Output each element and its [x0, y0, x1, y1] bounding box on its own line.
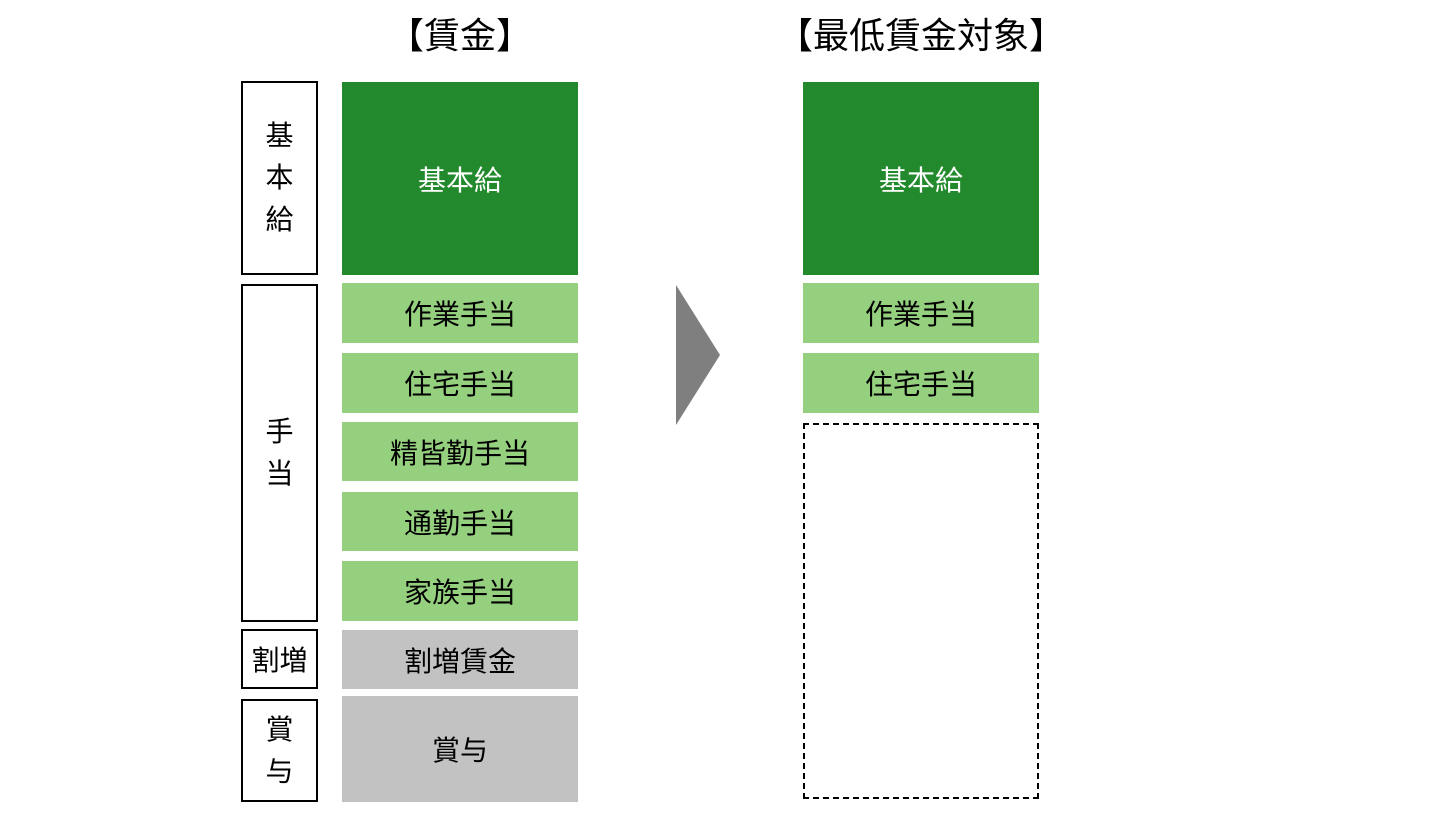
category-box-allowances: 手当 — [241, 284, 318, 622]
left-bar-premium-wage: 割増賃金 — [342, 630, 578, 689]
left-bar-family-allowance: 家族手当 — [342, 561, 578, 621]
left-bar-base-pay: 基本給 — [342, 82, 578, 275]
left-bar-commuting-allowance: 通勤手当 — [342, 492, 578, 551]
category-box-bonus: 賞与 — [241, 699, 318, 802]
right-bar-housing-allowance: 住宅手当 — [803, 353, 1039, 413]
left-bar-attendance-allowance: 精皆勤手当 — [342, 422, 578, 481]
left-bar-housing-allowance: 住宅手当 — [342, 353, 578, 413]
right-column-title: 【最低賃金対象】 — [777, 16, 1066, 57]
right-arrow-icon — [676, 285, 720, 425]
right-bar-work-allowance: 作業手当 — [803, 283, 1039, 343]
excluded-items-box — [803, 423, 1039, 799]
category-label-base-pay: 基本給 — [265, 119, 294, 236]
category-box-premium: 割増 — [241, 629, 318, 689]
right-bar-base-pay: 基本給 — [803, 82, 1039, 275]
category-label-bonus: 賞与 — [265, 712, 294, 788]
left-bar-bonus: 賞与 — [342, 696, 578, 802]
category-label-premium: 割増 — [251, 644, 308, 677]
category-label-allowances: 手当 — [265, 415, 294, 490]
left-column-title: 【賃金】 — [387, 16, 532, 57]
left-bar-work-allowance: 作業手当 — [342, 283, 578, 343]
category-box-base-pay: 基本給 — [241, 81, 318, 275]
